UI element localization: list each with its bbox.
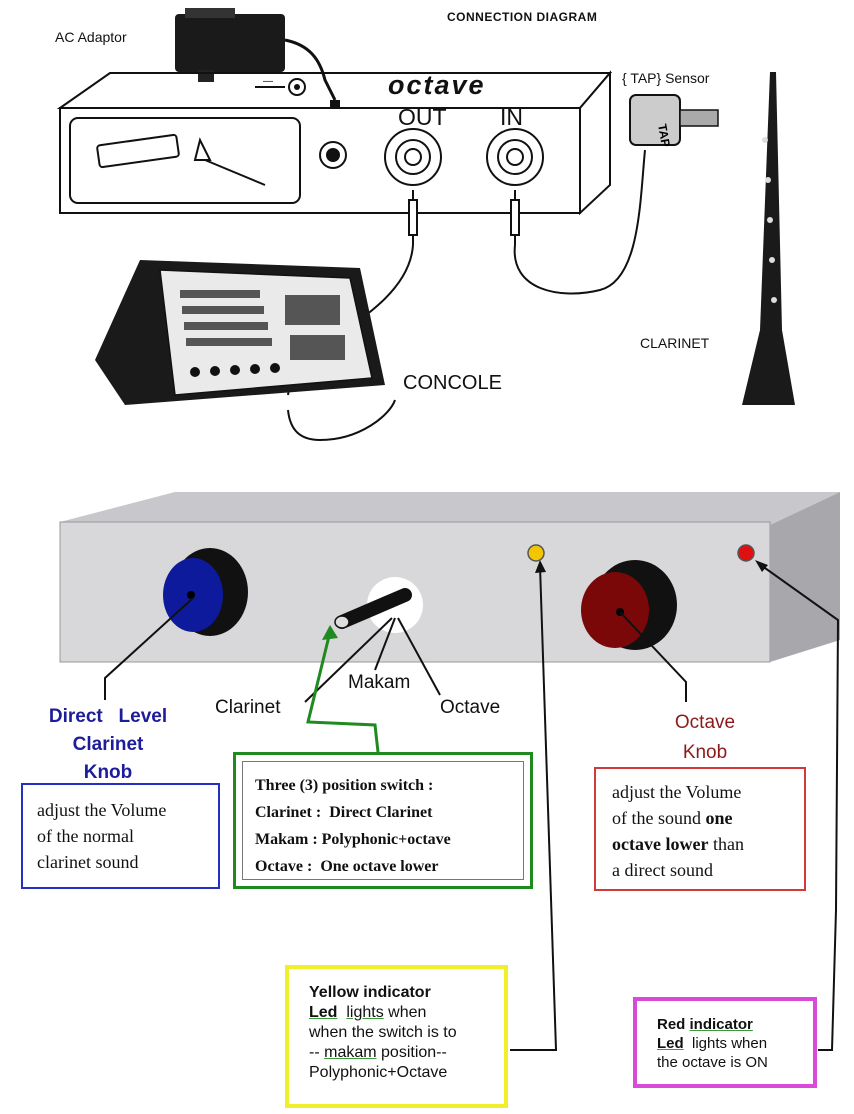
svg-text:—: —	[263, 76, 273, 87]
octave-knob-title-line: Knob	[682, 742, 728, 763]
yellow-line: when the switch is to	[309, 1024, 457, 1041]
switch-desc-key: Clarinet :	[255, 804, 322, 821]
yellow-when-word: when	[388, 1004, 427, 1021]
desc-line: adjust the Volume	[612, 782, 742, 802]
battery-icon	[96, 133, 266, 186]
clarinet-label: CLARINET	[640, 335, 710, 351]
yellow-line: Polyphonic+Octave	[309, 1064, 448, 1081]
desc-line: adjust the Volume	[37, 800, 167, 820]
red-led	[737, 544, 755, 562]
magenta-lights-text: lights when	[692, 1035, 768, 1052]
power-jack-icon	[319, 141, 347, 169]
octave-knob[interactable]	[581, 560, 677, 650]
yellow-dash: --	[309, 1044, 320, 1061]
switch-desc-key: Octave :	[255, 858, 313, 875]
svg-text:TAP: TAP	[655, 123, 673, 148]
switch-desc-val: One octave lower	[320, 858, 439, 875]
yellow-led-description: Yellow indicator Led lights when when th…	[285, 965, 508, 1108]
yellow-led	[527, 544, 545, 562]
switch-desc-line: Three (3) position switch :	[255, 777, 434, 794]
switch-description-box: Three (3) position switch : Clarinet : D…	[233, 752, 533, 889]
switch-makam-label: Makam	[348, 672, 411, 693]
yellow-line: Yellow indicator	[309, 983, 484, 1003]
diagram-title: CONNECTION DIAGRAM	[447, 10, 598, 24]
brand-label: octave	[388, 70, 486, 100]
in-label: IN	[500, 104, 523, 130]
yellow-makam-word: makam	[324, 1044, 377, 1061]
position-switch[interactable]	[334, 577, 423, 633]
yellow-heading: Yellow indicator	[309, 984, 431, 1001]
switch-desc-val: Polyphonic+octave	[321, 831, 451, 848]
console-label: CONCOLE	[403, 372, 502, 394]
direct-knob-title-line: Direct Level	[48, 706, 168, 727]
magenta-led-word: Led	[657, 1035, 684, 1052]
red-led-description: Red indicator Led lights when the octave…	[633, 997, 817, 1088]
yellow-led-word: Led	[309, 1004, 338, 1021]
yellow-line: -- makam position--	[309, 1043, 484, 1063]
out-label: OUT	[398, 104, 447, 130]
in-jack-icon	[486, 128, 544, 186]
switch-clarinet-label: Clarinet	[215, 697, 281, 718]
desc-line: of the normal	[37, 826, 134, 846]
magenta-line: the octave is ON	[657, 1054, 768, 1071]
desc-line: of the sound one	[612, 805, 788, 831]
clarinet-icon	[742, 72, 795, 405]
direct-knob-description: adjust the Volume of the normal clarinet…	[21, 783, 220, 889]
desc-bold: one	[705, 808, 733, 828]
tap-sensor-label: { TAP} Sensor	[622, 70, 710, 86]
switch-desc-val: Direct Clarinet	[329, 804, 433, 821]
direct-knob-title: Direct Level Clarinet Knob	[28, 703, 188, 787]
dc-jack-icon: —	[255, 76, 306, 96]
desc-text: of the sound	[612, 808, 701, 828]
ac-adaptor-label: AC Adaptor	[55, 29, 127, 45]
desc-line: a direct sound	[612, 860, 713, 880]
yellow-line: Led lights when	[309, 1003, 484, 1023]
desc-line: clarinet sound	[37, 852, 139, 872]
out-jack-icon	[384, 128, 442, 186]
tap-sensor-icon: TAP	[629, 94, 719, 148]
magenta-indicator-word: indicator	[689, 1016, 753, 1033]
magenta-red-word: Red	[657, 1016, 686, 1033]
direct-knob-title-line: Clarinet	[72, 734, 144, 755]
console-icon	[95, 260, 385, 405]
direct-level-knob[interactable]	[163, 548, 248, 636]
desc-line: octave lower than	[612, 831, 788, 857]
magenta-line: Red indicator	[657, 1015, 793, 1034]
desc-text: than	[712, 834, 744, 854]
switch-desc-key: Makam :	[255, 831, 318, 848]
desc-bold: octave lower	[612, 834, 709, 854]
switch-desc-line: Octave : One octave lower	[255, 853, 511, 880]
switch-octave-label: Octave	[440, 697, 501, 718]
octave-knob-description: adjust the Volume of the sound one octav…	[594, 767, 806, 891]
switch-desc-line: Clarinet : Direct Clarinet	[255, 799, 511, 826]
leader-lines	[104, 560, 840, 1051]
direct-knob-title-line: Knob	[83, 762, 133, 783]
yellow-lights-word: lights	[346, 1004, 384, 1021]
octave-knob-title: Octave Knob	[645, 708, 765, 768]
octave-knob-title-line: Octave	[674, 712, 736, 733]
switch-desc-line: Makam : Polyphonic+octave	[255, 826, 511, 853]
magenta-line: Led lights when	[657, 1034, 793, 1053]
yellow-position-word: position--	[381, 1044, 447, 1061]
